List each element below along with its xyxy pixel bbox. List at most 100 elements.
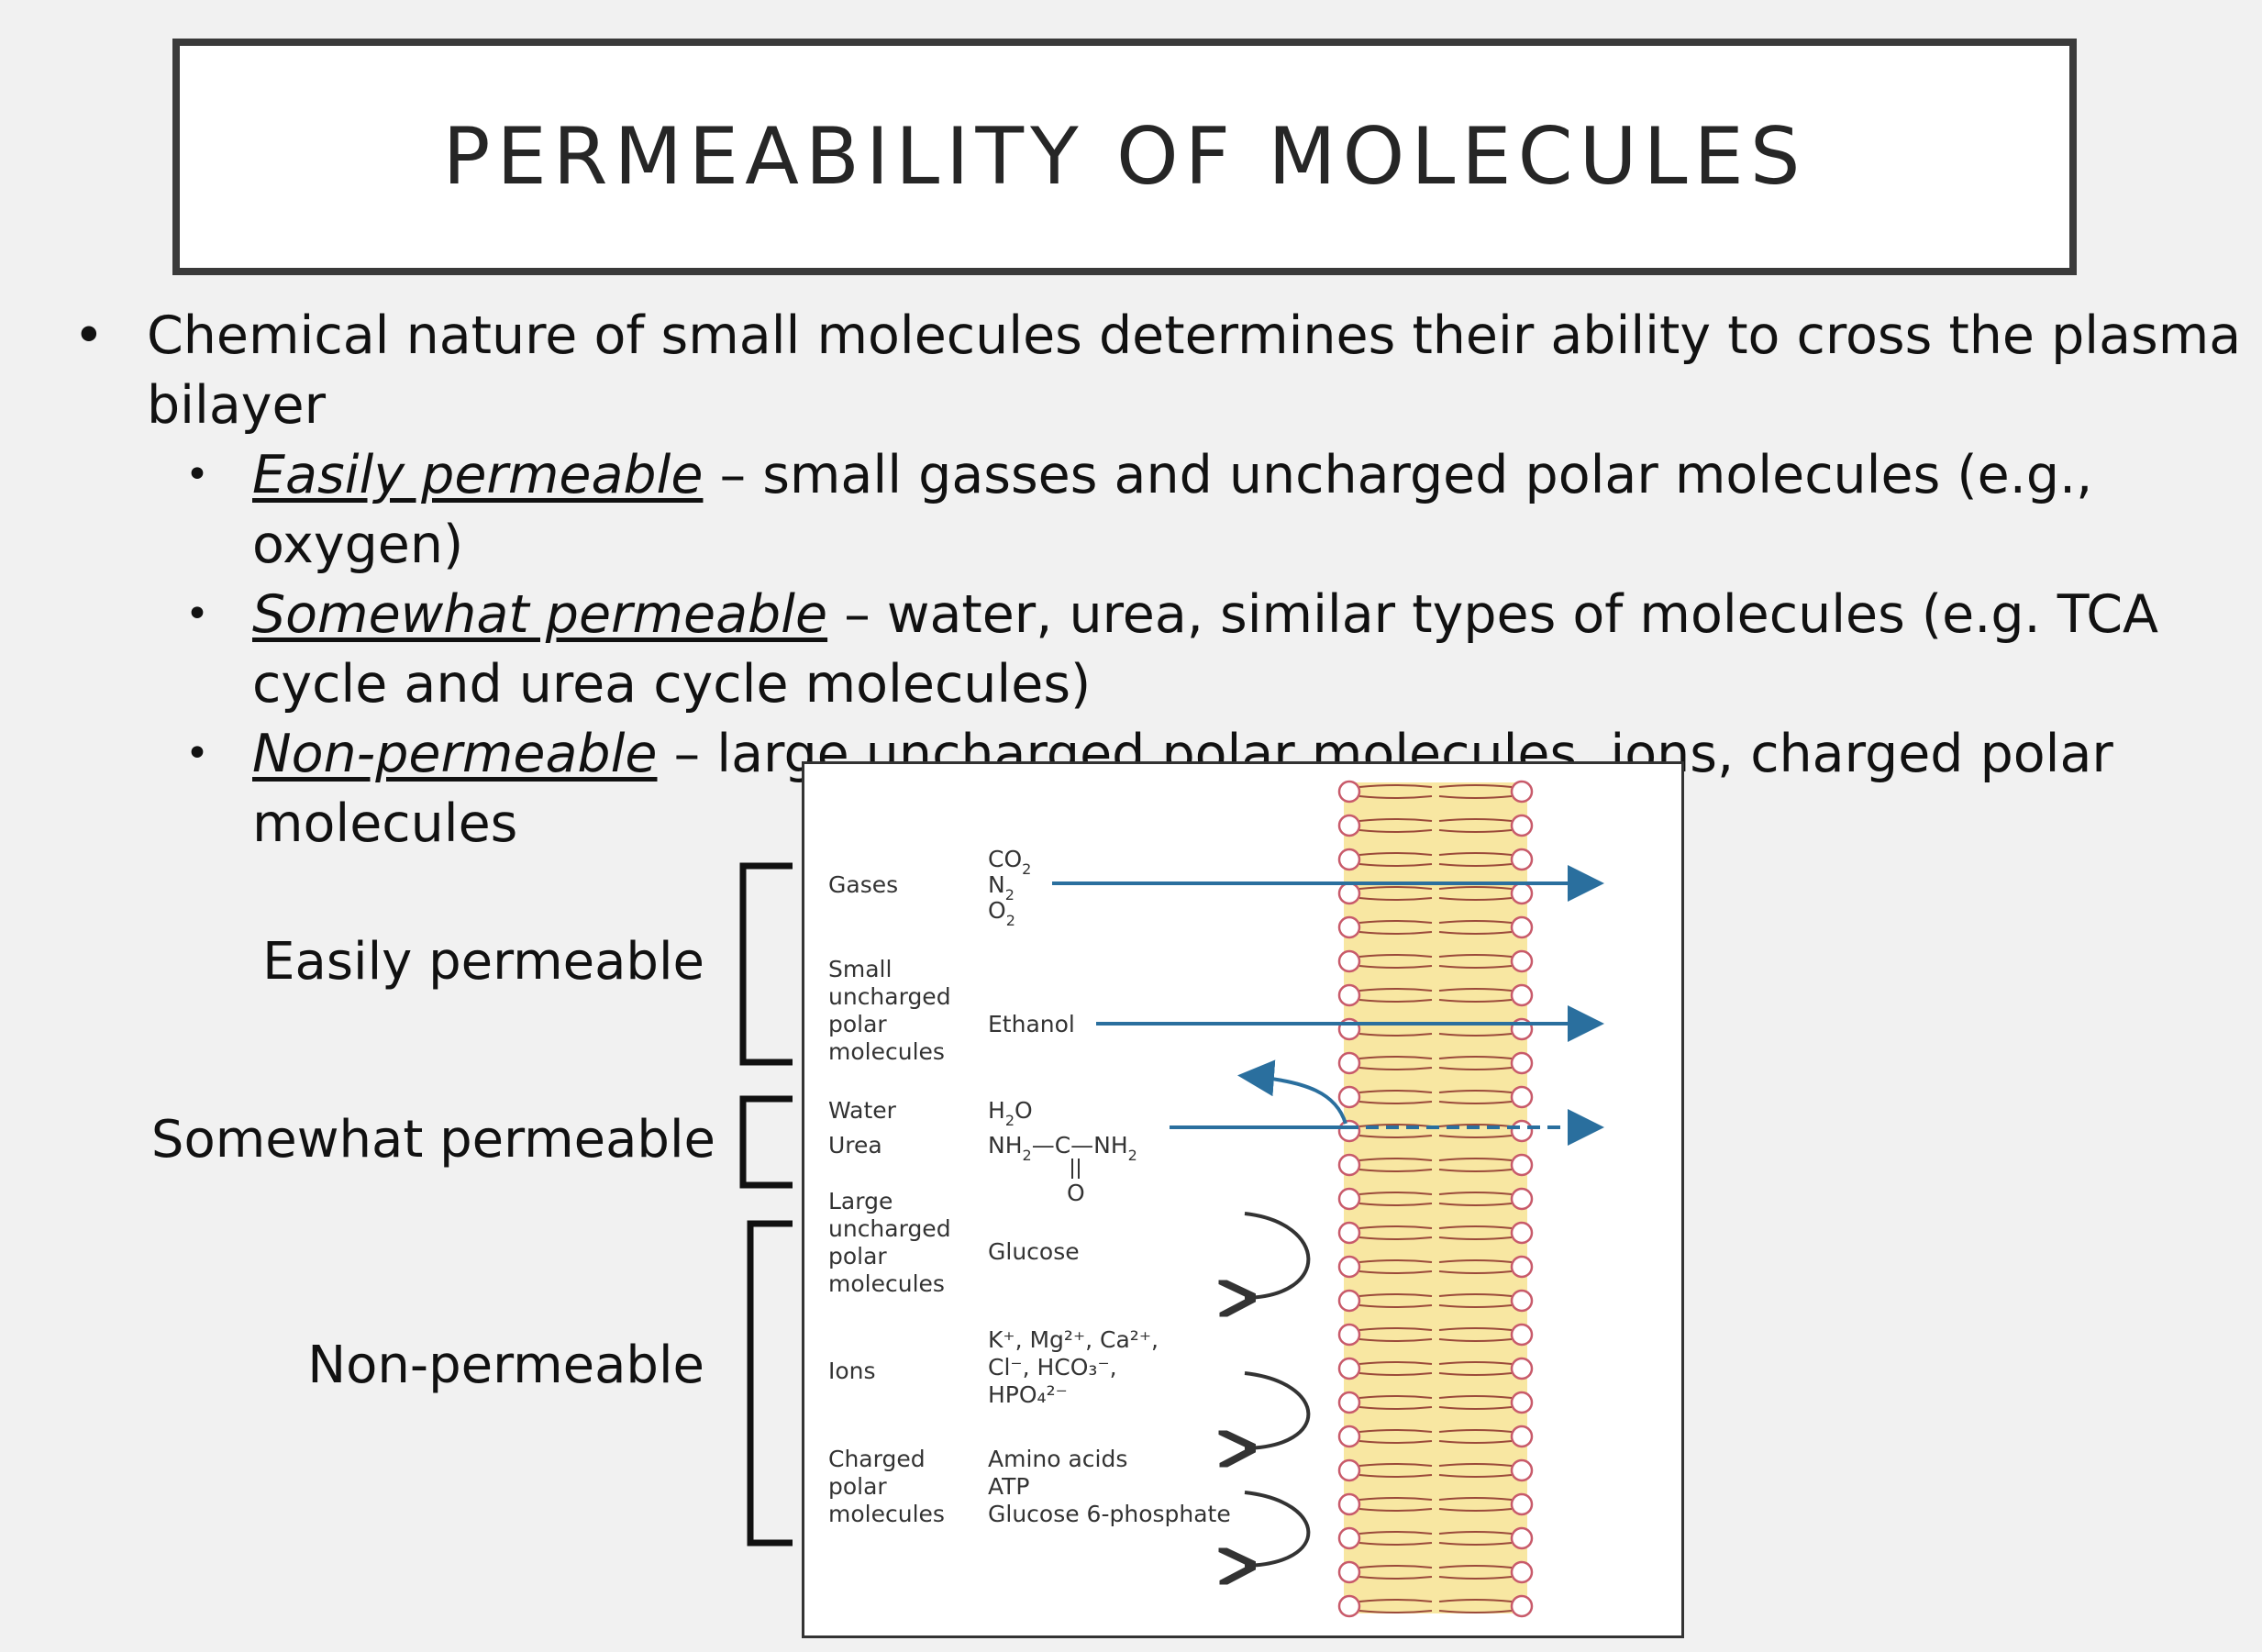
- lipid-head: [1510, 1221, 1534, 1245]
- lipid-tail: [1358, 1463, 1433, 1467]
- lipid-tail: [1438, 1225, 1513, 1229]
- page-title: PERMEABILITY OF MOLECULES: [442, 111, 1807, 203]
- lipid-tail: [1438, 829, 1513, 833]
- label-small-3: polar: [828, 1011, 887, 1037]
- lipid-tail: [1438, 1474, 1513, 1478]
- lipid-tail: [1358, 1429, 1433, 1433]
- lipid-tail: [1438, 1192, 1513, 1195]
- lipid-head: [1337, 915, 1361, 939]
- desc-easily: – small gasses and uncharged polar molec…: [252, 445, 2093, 575]
- lipid-tail: [1358, 1406, 1433, 1410]
- label-charged-2: polar: [828, 1473, 887, 1500]
- lipid-head: [1337, 1458, 1361, 1482]
- mol-amino-acids: Amino acids: [988, 1446, 1127, 1472]
- lipid-tail: [1438, 1361, 1513, 1365]
- lipid-tail: [1358, 818, 1433, 822]
- lipid-head: [1337, 1391, 1361, 1414]
- lipid-head: [1510, 1289, 1534, 1313]
- lipid-tail: [1358, 1338, 1433, 1342]
- lipid-tail: [1358, 1158, 1433, 1161]
- sub-bullet-easily: • Easily permeable – small gasses and un…: [73, 440, 2247, 580]
- lipid-tail: [1358, 920, 1433, 924]
- lipid-tail: [1358, 988, 1433, 992]
- lipid-bilayer: [1337, 780, 1534, 1618]
- lipid-tail: [1358, 1372, 1433, 1376]
- lipid-tail: [1358, 852, 1433, 856]
- mol-ions-1: K⁺, Mg²⁺, Ca²⁺,: [988, 1326, 1159, 1353]
- lipid-tail: [1358, 1542, 1433, 1546]
- mol-ions-2: Cl⁻, HCO₃⁻,: [988, 1354, 1117, 1380]
- mol-co2: CO2: [988, 846, 1031, 878]
- reflect-arrow-ions: [1245, 1371, 1311, 1448]
- label-large-2: uncharged: [828, 1215, 951, 1242]
- lipid-head: [1337, 1323, 1361, 1347]
- lipid-tail: [1438, 1293, 1513, 1297]
- lipid-head: [1337, 848, 1361, 871]
- lipid-tail: [1358, 1565, 1433, 1569]
- lipid-tail: [1438, 965, 1513, 969]
- lipid-tail: [1358, 897, 1433, 901]
- label-small-1: Small: [828, 956, 892, 982]
- lipid-tail: [1358, 1576, 1433, 1580]
- lipid-tail: [1358, 931, 1433, 935]
- lipid-head: [1337, 1153, 1361, 1177]
- lipid-tail: [1438, 1406, 1513, 1410]
- lipid-tail: [1358, 1270, 1433, 1274]
- lipid-tail: [1438, 999, 1513, 1003]
- label-small-4: molecules: [828, 1038, 945, 1065]
- lipid-tail: [1358, 1192, 1433, 1195]
- lipid-head: [1510, 814, 1534, 837]
- side-label-easily: Easily permeable: [262, 932, 704, 992]
- lipid-head: [1510, 1425, 1534, 1448]
- lipid-tail: [1358, 1474, 1433, 1478]
- lipid-head: [1510, 1119, 1534, 1143]
- lipid-head: [1337, 1085, 1361, 1109]
- lipid-head: [1337, 1221, 1361, 1245]
- lipid-tail: [1438, 1429, 1513, 1433]
- title-box: PERMEABILITY OF MOLECULES: [172, 39, 2077, 275]
- label-charged-1: Charged: [828, 1446, 926, 1472]
- lipid-head: [1510, 983, 1534, 1007]
- reflect-arrow-charged: [1245, 1491, 1311, 1566]
- mol-ions-3: HPO₄²⁻: [988, 1381, 1068, 1408]
- lipid-head: [1510, 1594, 1534, 1618]
- lipid-tail: [1358, 1440, 1433, 1444]
- bullet-dot: •: [185, 730, 209, 777]
- label-water: Water: [828, 1097, 897, 1124]
- lipid-tail: [1358, 1599, 1433, 1602]
- lipid-head: [1337, 814, 1361, 837]
- lipid-tail: [1438, 1327, 1513, 1331]
- label-urea: Urea: [828, 1132, 882, 1159]
- lipid-head: [1337, 983, 1361, 1007]
- lipid-head: [1510, 1526, 1534, 1550]
- lipid-tail: [1358, 1395, 1433, 1399]
- lipid-head: [1510, 780, 1534, 804]
- lipid-tail: [1438, 795, 1513, 799]
- mol-n2: N2: [988, 871, 1015, 904]
- lipid-tail: [1438, 1101, 1513, 1104]
- lipid-head: [1337, 1560, 1361, 1584]
- lipid-tail: [1438, 852, 1513, 856]
- lipid-head: [1337, 1492, 1361, 1516]
- lipid-head: [1337, 1187, 1361, 1211]
- lipid-tail: [1438, 1508, 1513, 1512]
- lipid-tail: [1358, 1304, 1433, 1308]
- lipid-head: [1510, 1255, 1534, 1279]
- lipid-tail: [1438, 897, 1513, 901]
- lipid-tail: [1438, 1463, 1513, 1467]
- lipid-head: [1337, 1357, 1361, 1380]
- lipid-tail: [1358, 1610, 1433, 1613]
- mol-glucose: Glucose: [988, 1238, 1080, 1265]
- label-large-3: polar: [828, 1243, 887, 1269]
- lipid-tail: [1438, 818, 1513, 822]
- lipid-tail: [1358, 965, 1433, 969]
- membrane-diagram: Gases Small uncharged polar molecules Wa…: [828, 780, 1604, 1618]
- lipid-head: [1510, 1153, 1534, 1177]
- lipid-tail: [1358, 1135, 1433, 1138]
- lipid-tail: [1438, 1135, 1513, 1138]
- desc-somewhat: – water, urea, similar types of molecule…: [252, 584, 2159, 715]
- lipid-tail: [1438, 1542, 1513, 1546]
- lipid-tail: [1438, 863, 1513, 867]
- lipid-head: [1337, 881, 1361, 905]
- lipid-tail: [1358, 795, 1433, 799]
